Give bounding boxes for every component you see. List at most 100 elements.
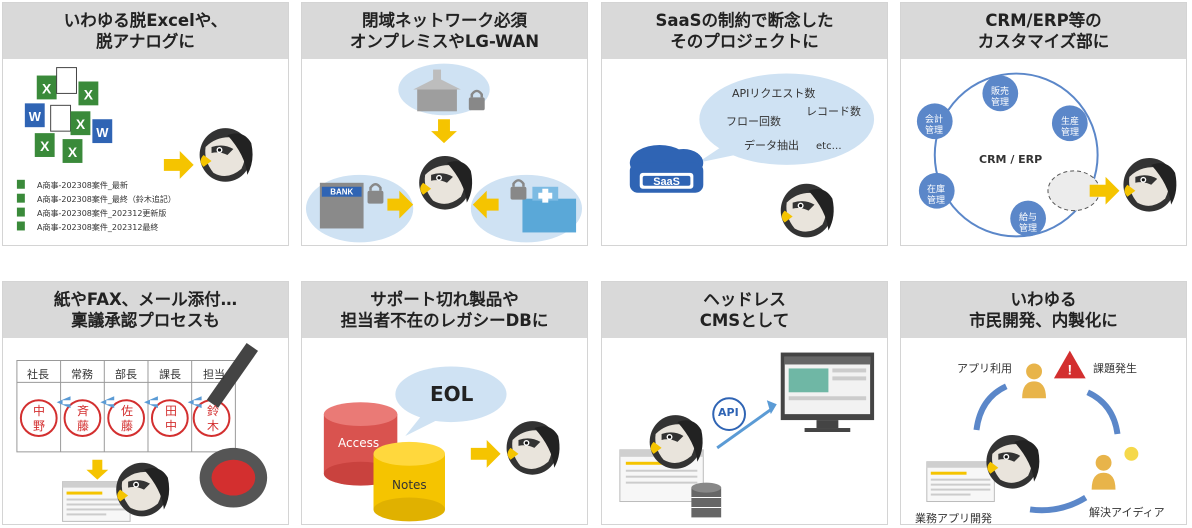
warning-icon: [1053, 350, 1086, 379]
cycle-label: アプリ利用: [957, 362, 1012, 375]
card-closed-network: 閉域ネットワーク必須 オンプレミスやLG-WAN BANK: [301, 2, 588, 246]
saas-illustration: SaaS: [629, 73, 875, 238]
eol-bubble: [395, 366, 507, 423]
stamp-name: 木: [207, 419, 220, 433]
excel-icon: [62, 139, 83, 163]
cycle-arrow: [1029, 494, 1088, 514]
network-illustration: BANK: [305, 63, 583, 243]
mascot-icon: [986, 434, 1040, 489]
card-illustration: CRM / ERP 販売 管理 生産 管理 給与 管理 在庫 管理 会計 管理: [901, 59, 1186, 245]
document-icon: [56, 67, 77, 94]
bank-label: BANK: [330, 188, 353, 197]
stamp: [150, 399, 189, 437]
card-illustration: A商事-202308案件_最新 A商事-202308案件_最終（鈴木追記） A商…: [3, 59, 288, 245]
arrow-icon: [472, 190, 499, 219]
legacy-db-illustration: [323, 366, 560, 522]
module-label: 給与: [1019, 213, 1038, 223]
app-screen-icon: [926, 461, 995, 503]
module-label: 管理: [1019, 224, 1038, 234]
saas-label: SaaS: [653, 176, 680, 188]
module-node: [1010, 200, 1046, 237]
stamp-name: 田: [165, 404, 178, 418]
module-node: [982, 75, 1019, 112]
module-node: [916, 103, 953, 140]
module-label: 管理: [1061, 128, 1080, 138]
module-label: 販売: [991, 87, 1010, 97]
card-saas: SaaSの制約で断念した そのプロジェクトに SaaS APIリクエスト数 フロ…: [601, 2, 888, 246]
module-label: 生産: [1061, 117, 1080, 127]
file-name: A商事-202308案件_最終（鈴木追記）: [37, 195, 176, 204]
file-name: A商事-202308案件_202312最終: [37, 223, 159, 232]
api-gear-icon: [712, 397, 746, 432]
role-label: 部長: [115, 368, 137, 381]
module-node: [1051, 105, 1088, 142]
government-building-icon: [413, 69, 461, 112]
constraint-label: データ抽出: [744, 139, 799, 152]
bank-building-icon: [319, 182, 364, 229]
excel-icon: [36, 75, 57, 100]
module-ring: [933, 72, 1099, 238]
card-title: サポート切れ製品や 担当者不在のレガシーDBに: [302, 282, 587, 338]
module-label: 会計: [925, 115, 944, 125]
arrow-icon: [163, 151, 194, 179]
user-icon: [1091, 454, 1116, 490]
stamp-name: 野: [33, 419, 46, 433]
constraints-bubble: [699, 73, 875, 165]
card-illustration: 社長 常務 部長 課長 担当 中 野 斉 藤 佐 藤 田 中 鈴 木: [3, 338, 288, 524]
stamp-name: 佐: [121, 404, 134, 418]
card-illustration: ! アプリ利用 課題発生 解決アイディア 業務アプリ開発: [901, 338, 1186, 525]
card-title: SaaSの制約で断念した そのプロジェクトに: [602, 3, 887, 59]
role-label: 課長: [159, 368, 181, 381]
card-excel: いわゆる脱Excelや、 脱アナログに A商事-202308案件_最新 A商事-…: [2, 2, 289, 246]
idea-bulb-icon: [1124, 446, 1139, 461]
stamp: [19, 399, 58, 437]
stamp: [63, 399, 102, 437]
document-icon: [50, 104, 72, 132]
card-crm-erp: CRM/ERP等の カスタマイズ部に CRM / ERP 販売 管理 生産 管理…: [900, 2, 1187, 246]
mascot-icon: [506, 421, 560, 475]
card-title: CRM/ERP等の カスタマイズ部に: [901, 3, 1186, 59]
card-illustration: EOL Access Notes: [302, 338, 587, 524]
constraint-label: etc…: [816, 141, 842, 152]
website-monitor-icon: [780, 352, 875, 432]
api-arrow: [716, 406, 774, 450]
access-label: Access: [338, 436, 380, 450]
card-illustration: BANK: [302, 59, 587, 245]
stamp: [107, 399, 146, 437]
card-title: いわゆる 市民開発、内製化に: [901, 282, 1186, 338]
constraint-label: フロー回数: [726, 115, 781, 128]
hospital-icon: [522, 186, 577, 233]
module-label: 管理: [991, 98, 1010, 108]
file-name: A商事-202308案件_202312更新版: [37, 209, 167, 218]
arrow-icon: [86, 459, 109, 480]
stamp-name: 中: [165, 419, 178, 433]
arrow-icon: [187, 396, 202, 409]
excel-files-illustration: [16, 67, 253, 231]
notes-db-icon: [373, 441, 445, 522]
card-illustration: SaaS APIリクエスト数 フロー回数 レコード数 データ抽出 etc…: [602, 59, 887, 245]
cycle-label: 解決アイディア: [1089, 506, 1165, 519]
card-approval: 紙やFAX、メール添付… 稟議承認プロセスも 社長: [2, 281, 289, 525]
stamp-name: 斉: [77, 404, 90, 418]
excel-icon: [78, 81, 99, 106]
card-title: ヘッドレス CMSとして: [602, 282, 887, 338]
database-icon: [691, 482, 722, 518]
card-headless-cms: ヘッドレス CMSとして: [601, 281, 888, 525]
module-label: 管理: [925, 126, 944, 136]
approval-illustration: [16, 342, 268, 522]
notes-label: Notes: [392, 478, 427, 492]
card-title: いわゆる脱Excelや、 脱アナログに: [3, 3, 288, 59]
cycle-arrow: [973, 383, 1008, 431]
crm-erp-illustration: [916, 72, 1177, 238]
arrow-icon: [100, 396, 115, 409]
module-node: [918, 172, 955, 209]
cycle-arrow: [1086, 389, 1121, 435]
cycle-label: 業務アプリ開発: [915, 512, 992, 525]
svg-text:!: !: [1067, 361, 1072, 377]
word-icon: [92, 119, 113, 144]
module-label: 管理: [927, 196, 946, 206]
card-legacy-db: サポート切れ製品や 担当者不在のレガシーDBに EOL Access Notes: [301, 281, 588, 525]
arrow-icon: [431, 119, 457, 144]
mascot-icon: [1123, 157, 1177, 212]
stamp-name: 鈴: [207, 404, 220, 418]
